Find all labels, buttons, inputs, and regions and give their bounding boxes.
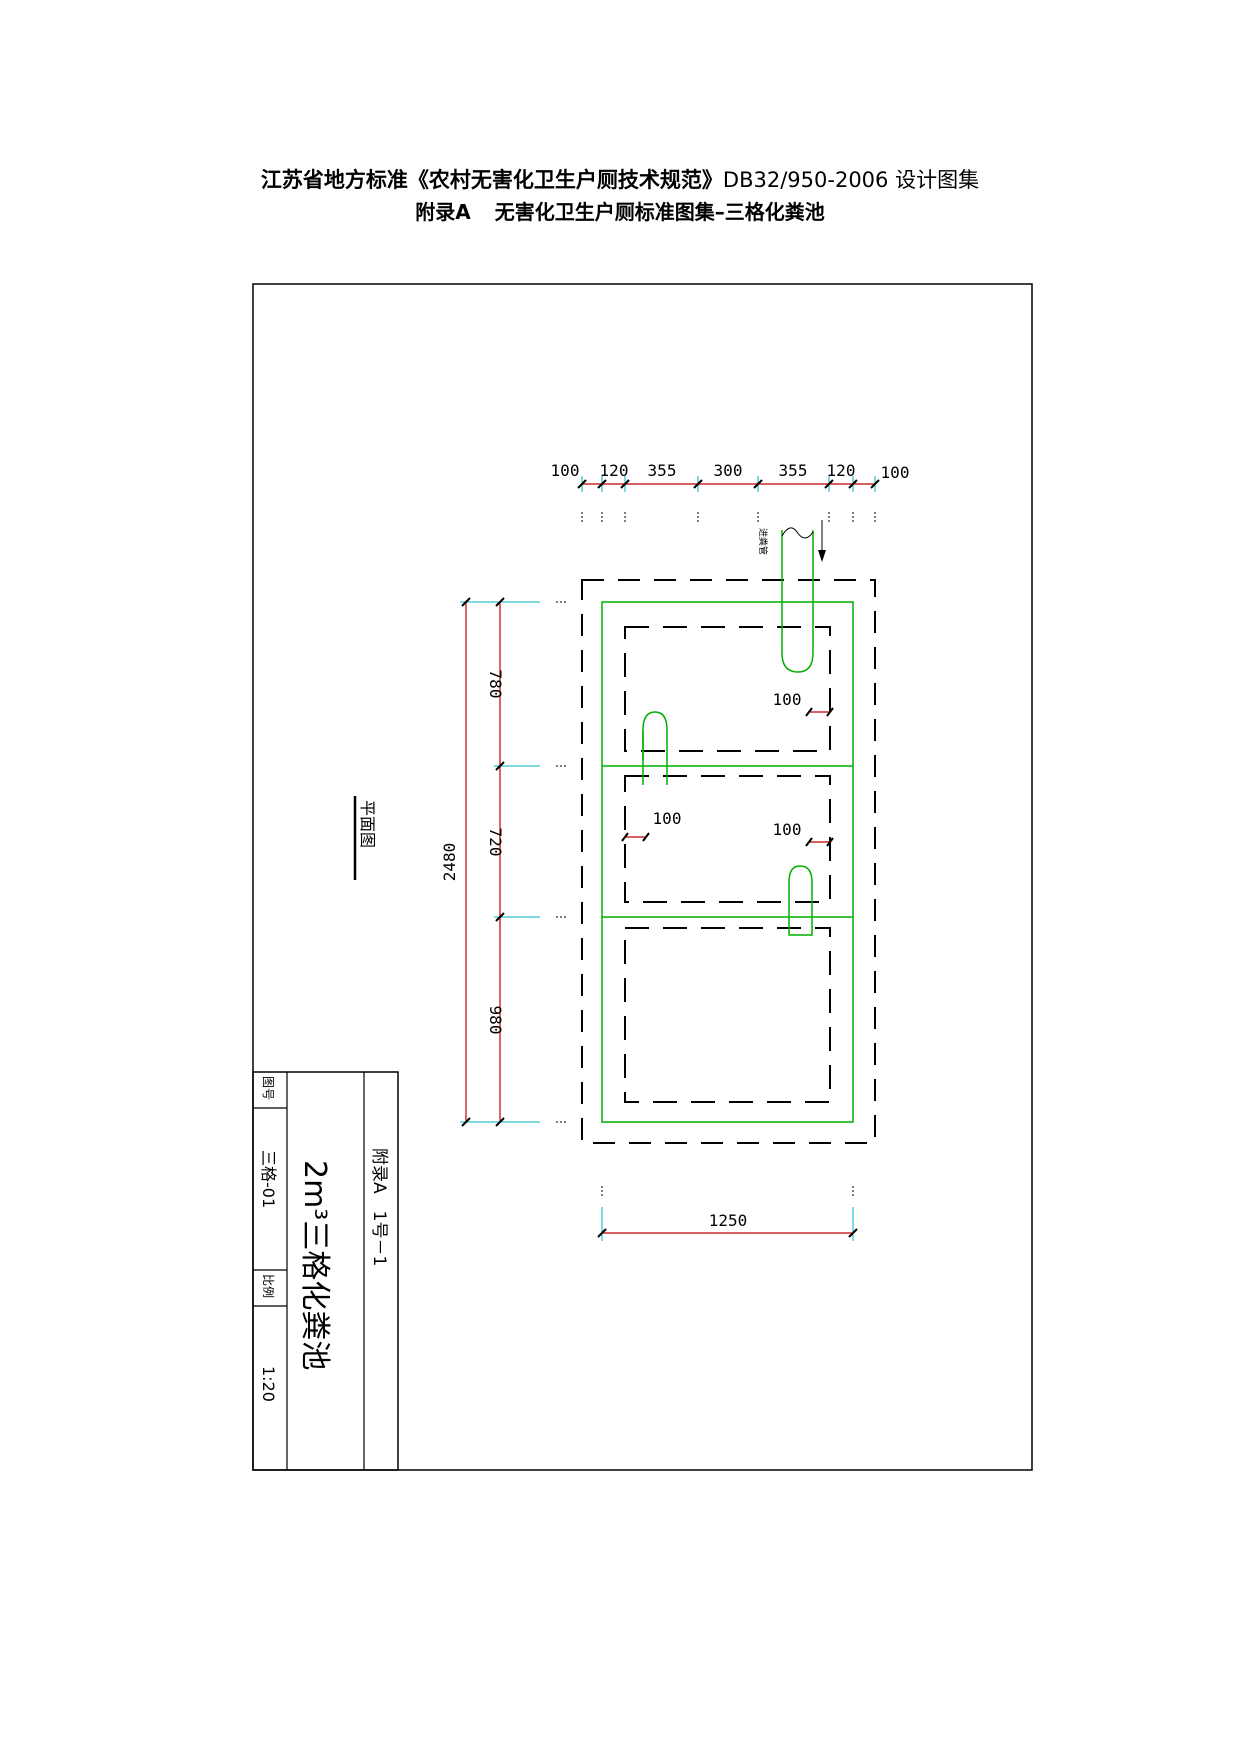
svg-text:平面图: 平面图 [358,800,377,848]
chamber-2 [624,775,831,903]
atlas-title: 无害化卫生户厕标准图集–三格化粪池 [494,200,825,224]
svg-text:100: 100 [773,690,802,709]
transfer-pipe-1 [642,711,668,785]
drawing-no: 三格-01 [259,1150,278,1208]
inlet-pipe: 进粪管 [757,520,826,673]
inner-dim-right-mid: 100 [773,820,834,847]
top-dimension-chain: 100 120 355 300 355 120 100 [551,461,910,522]
standard-code: DB32/950-2006 设计图集 [722,168,980,192]
inlet-label: 进粪管 [757,528,769,555]
svg-text:100: 100 [653,809,682,828]
title-block-title: 2m³三格化粪池 [297,1160,332,1370]
bottom-dim: 1250 [709,1211,748,1230]
scale-label: 比例 [261,1274,275,1298]
document-title-line2: 附录A 无害化卫生户厕标准图集–三格化粪池 [0,196,1240,225]
chamber-1 [624,626,831,752]
inner-dim-left-mid: 100 [621,809,682,842]
scale-value: 1:20 [259,1366,278,1402]
tank-outer-wall [581,579,876,1144]
top-dim-7: 100 [881,463,910,482]
top-dim-2: 120 [600,461,629,480]
title-block: 图号 三格-01 比例 1:20 2m³三格化粪池 附录A 1号－1 [252,1071,399,1471]
top-dim-5: 355 [779,461,808,480]
left-dim-1: 780 [486,670,505,699]
left-dim-2: 720 [486,828,505,857]
top-dim-1: 100 [551,461,580,480]
document-title-line1: 江苏省地方标准《农村无害化卫生户厕技术规范》DB32/950-2006 设计图集 [0,164,1240,194]
drawing-frame [252,283,1033,1471]
tank-inner-wall [601,601,854,1123]
inner-dim-right-top: 100 [773,690,834,717]
top-dim-6: 120 [827,461,856,480]
left-dim-3: 980 [486,1006,505,1035]
standard-name: 江苏省地方标准《农村无害化卫生户厕技术规范》 [260,168,723,192]
drawing-no-label: 图号 [261,1076,275,1100]
left-dimension-chain: 780 720 980 2480 [440,597,568,1127]
bottom-dimension: 1250 [597,1186,858,1241]
top-dim-4: 300 [714,461,743,480]
transfer-pipe-2 [788,865,813,936]
chamber-3 [624,927,831,1103]
view-label: 平面图 [353,796,377,880]
total-height-dim: 2480 [440,843,459,882]
title-block-ref: 附录A 1号－1 [369,1148,389,1266]
appendix-label: 附录A [415,200,471,224]
top-dim-3: 355 [648,461,677,480]
svg-text:100: 100 [773,820,802,839]
